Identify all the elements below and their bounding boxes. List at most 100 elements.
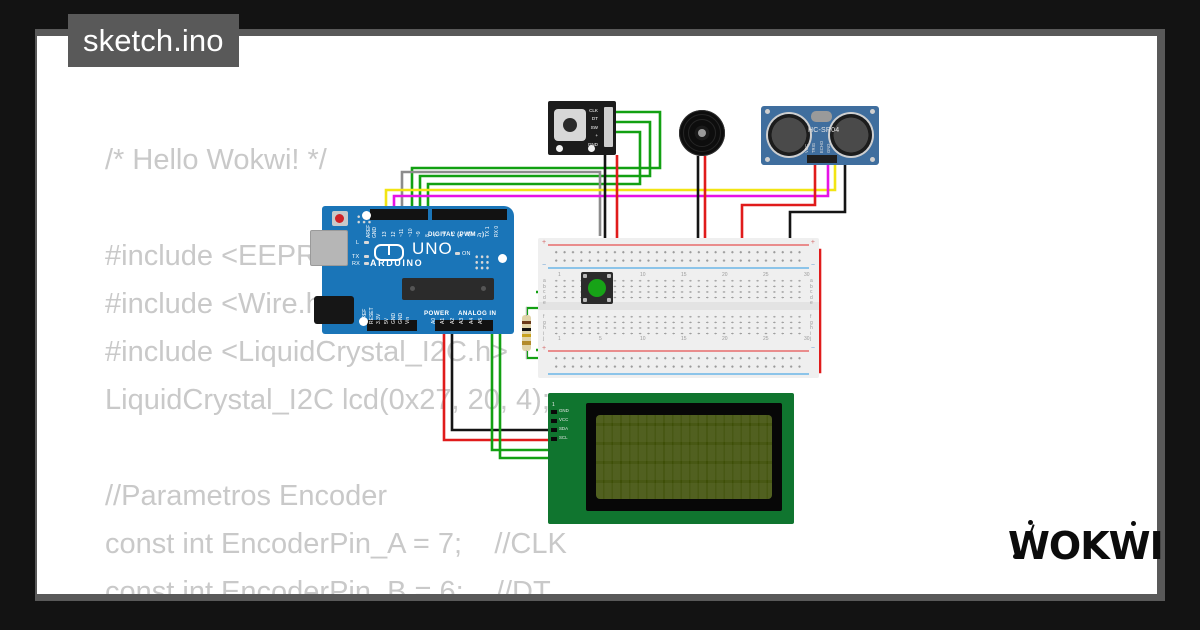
digital-pin-6: ~6 [442, 231, 449, 237]
rail-bottom-negative [548, 373, 809, 375]
led-l-label: L [356, 240, 360, 246]
board-model-label: UNO [412, 239, 453, 258]
power-pin-RESET: RESET [369, 307, 376, 324]
lcd-pin-one-marker: 1 [552, 402, 555, 408]
breadboard-column-25: 25 [763, 272, 769, 278]
bottom-main-holes [552, 314, 806, 336]
ultrasonic-crystal [811, 111, 832, 122]
power-pin-5V: 5V [383, 317, 390, 324]
code-editor-text[interactable]: /* Hello Wokwi! */#include <EEPROM.h>#in… [105, 136, 905, 594]
breadboard-column-25: 25 [763, 336, 769, 342]
rail-top-positive [548, 244, 809, 246]
lcd-pin-GND: GND [559, 408, 569, 413]
led-on-label: ON [462, 251, 471, 257]
code-line: const int EncoderPin_A = 7; //CLK [105, 528, 567, 560]
pushbutton-cap[interactable] [588, 279, 606, 297]
mount-hole-3 [359, 317, 368, 326]
led-tx [364, 255, 369, 258]
breadboard-row-h: h [543, 325, 546, 332]
analog-section-label: ANALOG IN [458, 310, 497, 317]
wokwi-logo-dot-1 [1028, 520, 1033, 525]
breadboard-row-i: i [543, 330, 545, 337]
breadboard-column-20: 20 [722, 336, 728, 342]
minus-label-tr: − [810, 262, 815, 269]
digital-pin-9: ~9 [416, 231, 423, 237]
arduino-uno-board[interactable]: UNO ARDUINO L TX RX ON DIGITAL (PWM ~) P… [310, 206, 514, 334]
minus-label-tl: − [542, 262, 547, 269]
top-power-holes [552, 248, 806, 264]
encoder-pin-DT: DT [591, 116, 598, 122]
ultrasonic-pin-TRIG: TRIG [811, 142, 817, 153]
analog-pin-A0: A0 [431, 317, 437, 324]
breadboard-column-10: 10 [640, 336, 646, 342]
lcd-20x4-i2c[interactable]: 1 GND VCC SDA SCL [548, 393, 794, 524]
resistor[interactable] [522, 307, 531, 359]
digital-pin-RX0: RX 0 [493, 225, 500, 237]
encoder-pin-SW: SW [590, 124, 598, 130]
analog-header [435, 320, 493, 331]
plus-label-tl: + [542, 239, 547, 246]
code-line: const int EncoderPin_B = 6; //DT [105, 576, 551, 594]
power-jack [314, 296, 354, 324]
breadboard-row-d: d [810, 294, 813, 301]
power-pin-GND: GND [390, 312, 397, 324]
encoder-mount-hole-1 [556, 145, 563, 152]
digital-pin-3: ~3 [468, 231, 474, 237]
breadboard-row-f: f [543, 314, 545, 320]
breadboard-row-e: e [543, 300, 546, 307]
pushbutton-lug-2 [607, 274, 611, 278]
encoder-knob[interactable] [554, 109, 586, 141]
lcd-bezel [586, 403, 782, 511]
lcd-pin-SCL: SCL [559, 435, 568, 440]
breadboard-column-30: 30 [804, 336, 810, 342]
ultrasonic-pin-ECHO: ECHO [818, 140, 824, 153]
pushbutton-lug-1 [583, 274, 587, 278]
pushbutton-lug-4 [607, 298, 611, 302]
rail-bottom-positive [548, 350, 809, 352]
lcd-pad-SCL [551, 437, 557, 441]
code-line: /* Hello Wokwi! */ [105, 144, 327, 176]
breadboard-row-e: e [810, 300, 813, 307]
analog-pin-A2: A2 [449, 317, 456, 324]
lcd-pin-SDA: SDA [559, 426, 569, 431]
breadboard-column-20: 20 [722, 272, 728, 278]
digital-pin-10: ~10 [407, 228, 414, 237]
led-on [455, 252, 460, 255]
breadboard-column-15: 15 [681, 336, 687, 342]
rail-top-negative [548, 267, 809, 269]
atmega-chip [402, 278, 494, 300]
led-l [364, 241, 369, 244]
file-tab-sketch-ino[interactable]: sketch.ino [68, 14, 239, 67]
pushbutton[interactable] [581, 272, 613, 304]
code-line: #include <Wire.h> [105, 288, 339, 320]
ultrasonic-screw-2 [870, 109, 875, 114]
lcd-pad-GND [551, 410, 557, 414]
breadboard-row-a: a [543, 278, 546, 284]
pin-label-gnd: GND [372, 226, 378, 238]
breadboard-row-a: a [810, 278, 813, 284]
encoder-pin-GND: GND [587, 141, 598, 147]
lcd-pad-SDA [551, 428, 557, 432]
analog-pin-A5: A5 [478, 317, 484, 324]
reset-button[interactable] [332, 211, 348, 226]
lcd-pin-VCC: VCC [559, 417, 569, 422]
encoder-mount-hole-2 [588, 145, 595, 152]
plus-label-bl: + [542, 345, 547, 352]
arduino-infinity-logo [374, 242, 404, 263]
ultrasonic-pin-header [807, 155, 837, 163]
buzzer[interactable] [679, 110, 725, 156]
breadboard-row-c: c [810, 289, 813, 296]
breadboard-row-g: g [543, 319, 546, 326]
buzzer-ring-2 [688, 119, 716, 147]
breadboard-row-d: d [543, 294, 546, 301]
minus-label-br: − [810, 345, 815, 352]
digital-pin-7: 7 [433, 234, 440, 237]
power-pin-GND: GND [398, 312, 404, 324]
top-main-holes [552, 278, 806, 300]
power-pin-33V: 3.3V [376, 313, 383, 324]
mount-hole-1 [362, 211, 371, 220]
